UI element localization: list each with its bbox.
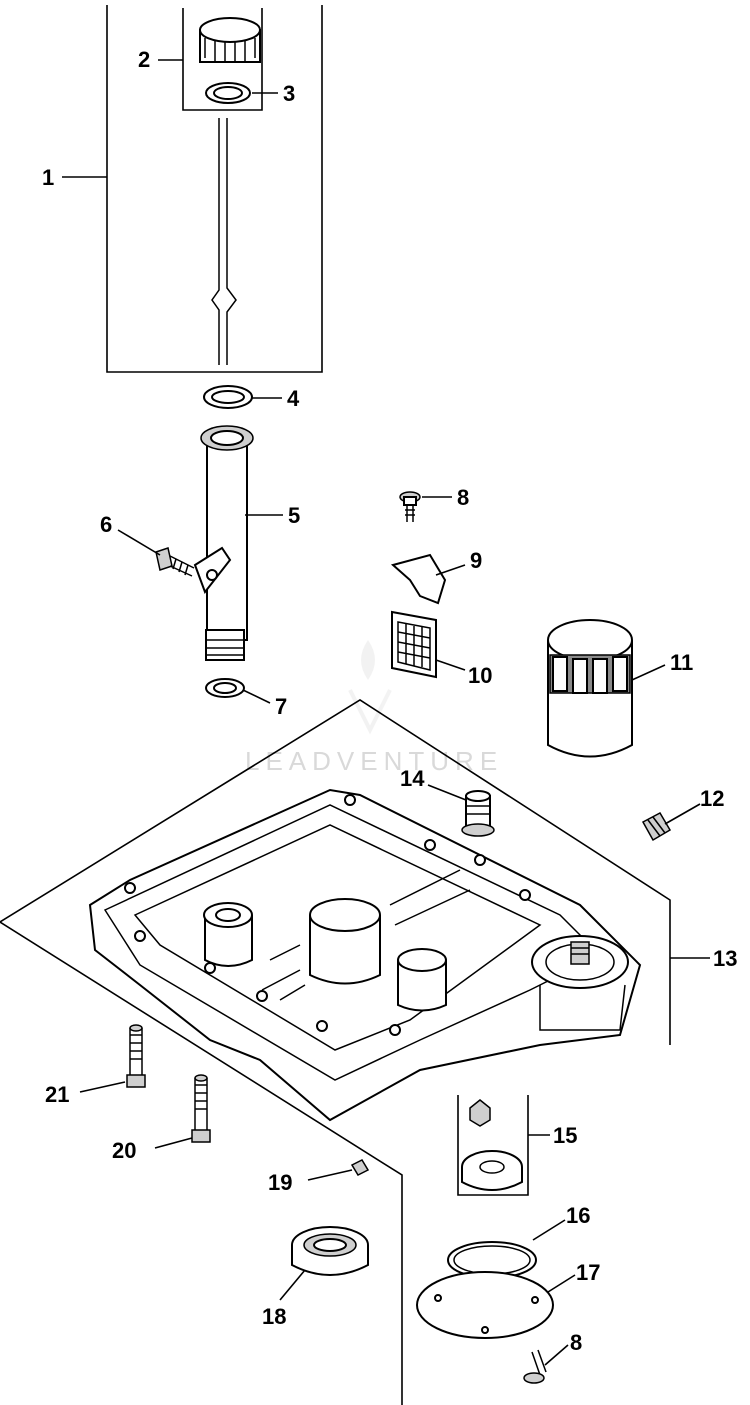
callout-14: 14 xyxy=(400,766,425,791)
callout-3: 3 xyxy=(283,81,295,106)
callout-5: 5 xyxy=(288,503,300,528)
cap-o-ring xyxy=(205,82,251,104)
callout-1: 1 xyxy=(42,165,54,190)
callout-10: 10 xyxy=(468,663,492,688)
callout-17: 17 xyxy=(576,1260,600,1285)
pan-bolt-long xyxy=(126,1024,146,1088)
callout-19: 19 xyxy=(268,1170,292,1195)
callout-8-bottom: 8 xyxy=(570,1330,582,1355)
crankshaft-oil-seal xyxy=(291,1226,369,1276)
oil-fitting xyxy=(461,790,495,837)
callout-7: 7 xyxy=(275,694,287,719)
callout-12: 12 xyxy=(700,786,724,811)
pump-cover-plate xyxy=(416,1271,554,1339)
tube-bottom-o-ring xyxy=(205,678,245,698)
cap-group-bracket xyxy=(182,8,263,111)
callout-9: 9 xyxy=(470,548,482,573)
filter-mount-adapter xyxy=(531,935,629,1031)
pan-bosses xyxy=(203,869,471,1012)
dowel-pin xyxy=(350,1159,370,1176)
callout-2: 2 xyxy=(138,47,150,72)
cover-screw-bottom xyxy=(523,1349,547,1384)
oil-pan-group-bracket-top xyxy=(0,699,671,1045)
callout-6: 6 xyxy=(100,512,112,537)
callout-13: 13 xyxy=(713,946,737,971)
dipstick-cap xyxy=(199,17,261,63)
tube-mount-bolt xyxy=(155,547,195,577)
tube-seal-ring xyxy=(203,385,253,409)
oil-pan-group-bracket-bottom xyxy=(0,921,403,1405)
callout-18: 18 xyxy=(262,1304,286,1329)
drain-plug xyxy=(641,812,672,842)
callout-15: 15 xyxy=(553,1123,577,1148)
gerotor-set xyxy=(461,1099,523,1191)
oil-fill-tube xyxy=(193,425,254,661)
pan-bolt-holes xyxy=(124,794,531,1036)
callout-20: 20 xyxy=(112,1138,136,1163)
watermark-logo xyxy=(348,640,392,735)
dipstick-group-bracket xyxy=(106,5,323,373)
watermark-text: LEADVENTURE xyxy=(245,746,503,776)
leader-lines xyxy=(62,59,710,1366)
dipstick-blade xyxy=(211,118,237,365)
oil-filter xyxy=(547,619,633,758)
baffle-screw-top xyxy=(399,491,421,522)
callout-16: 16 xyxy=(566,1203,590,1228)
callout-21: 21 xyxy=(45,1082,69,1107)
callout-11: 11 xyxy=(670,650,693,675)
callout-8-top: 8 xyxy=(457,485,469,510)
baffle-plate xyxy=(390,553,447,605)
pickup-screen xyxy=(391,610,437,679)
callout-4: 4 xyxy=(287,386,300,411)
pan-bolt-short xyxy=(191,1074,211,1143)
oil-pan-housing xyxy=(88,788,642,1122)
gerotor-group-bracket xyxy=(457,1095,529,1196)
